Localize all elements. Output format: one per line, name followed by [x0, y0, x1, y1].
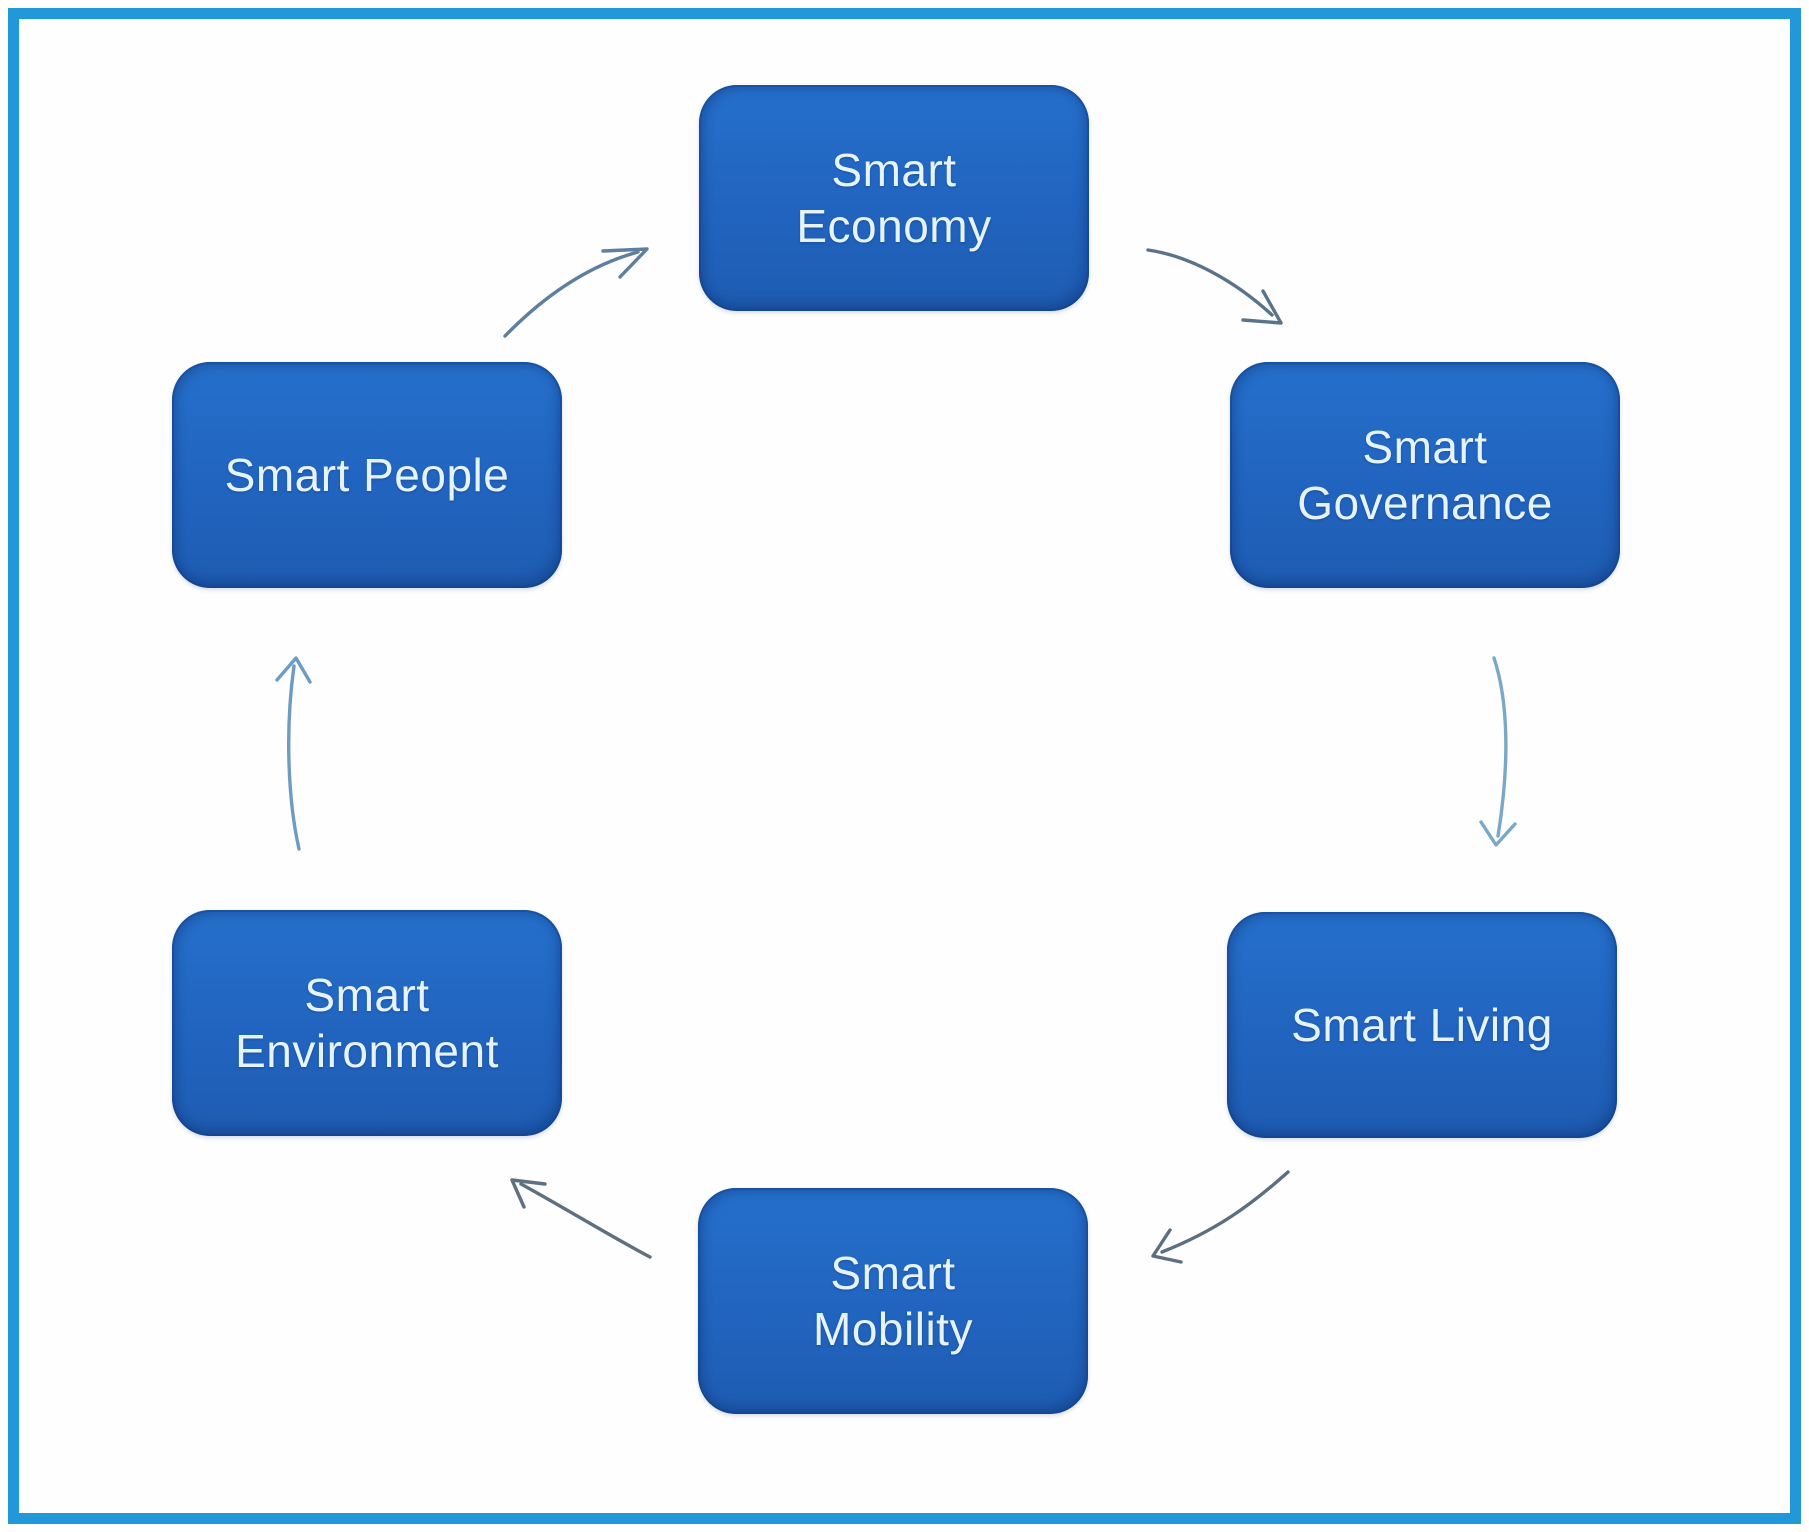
node-smart-governance: Smart Governance — [1230, 362, 1620, 588]
node-smart-people: Smart People — [172, 362, 562, 588]
node-smart-environment-label: Smart Environment — [235, 969, 499, 1077]
node-smart-living-label: Smart Living — [1291, 999, 1553, 1051]
node-smart-economy-label: Smart Economy — [796, 144, 992, 252]
node-smart-mobility: Smart Mobility — [698, 1188, 1088, 1414]
node-smart-mobility-label: Smart Mobility — [813, 1247, 973, 1355]
node-smart-living: Smart Living — [1227, 912, 1617, 1138]
node-smart-economy: Smart Economy — [699, 85, 1089, 311]
node-smart-environment: Smart Environment — [172, 910, 562, 1136]
node-smart-governance-label: Smart Governance — [1297, 421, 1553, 529]
node-smart-people-label: Smart People — [224, 449, 510, 501]
